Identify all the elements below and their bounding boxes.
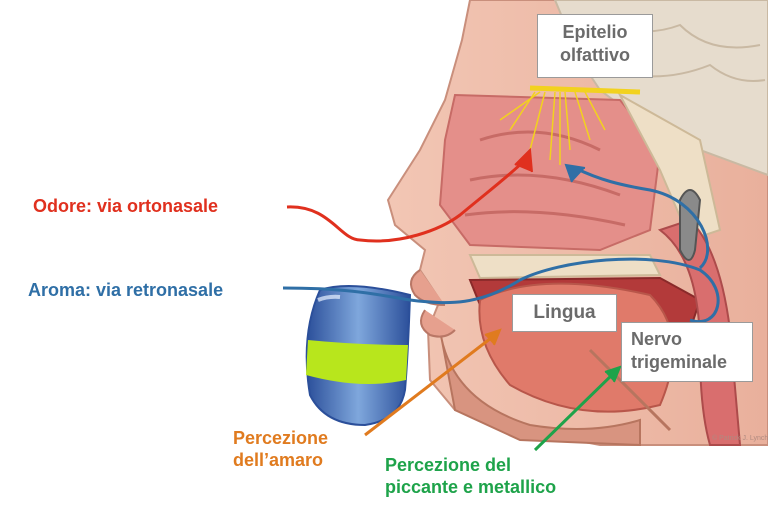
wine-liquid [306,340,408,384]
nerve-line-1: Nervo [631,329,683,349]
wine-glass [305,285,412,427]
olfactory-nerve [499,85,641,165]
nerve-line-2: trigeminale [631,351,728,372]
tongue-box: Lingua [512,294,617,332]
retronasal-pathway [282,163,720,324]
trigeminal-nerve-box: Nervo trigeminale [621,322,753,382]
orthonasal-pathway [286,147,533,243]
bitter-line-1: Percezione [233,428,329,448]
bitter-arrow [364,328,502,437]
nasal-cavity [438,93,662,252]
olfactory-line-2: olfattivo [560,44,630,65]
olfactory-line-1: Epitelio [562,22,628,42]
tongue-label: Lingua [533,302,596,323]
olfactory-epithelium-box: Epitelio olfattivo [537,14,653,78]
spicy-line-2: piccante e metallico [385,476,557,497]
svg-text:© Patrick J. Lynch: © Patrick J. Lynch [712,434,768,442]
orthonasal-label: Odore: via ortonasale [33,196,219,216]
spicy-line-1: Percezione del [385,455,512,475]
bitter-line-2: dell’amaro [233,449,324,470]
retronasal-label: Aroma: via retronasale [28,280,224,300]
spicy-arrow [533,365,622,452]
bitter-perception-label: Percezione dell’amaro [233,428,328,471]
spicy-perception-label: Percezione del piccante e metallico [385,455,556,498]
